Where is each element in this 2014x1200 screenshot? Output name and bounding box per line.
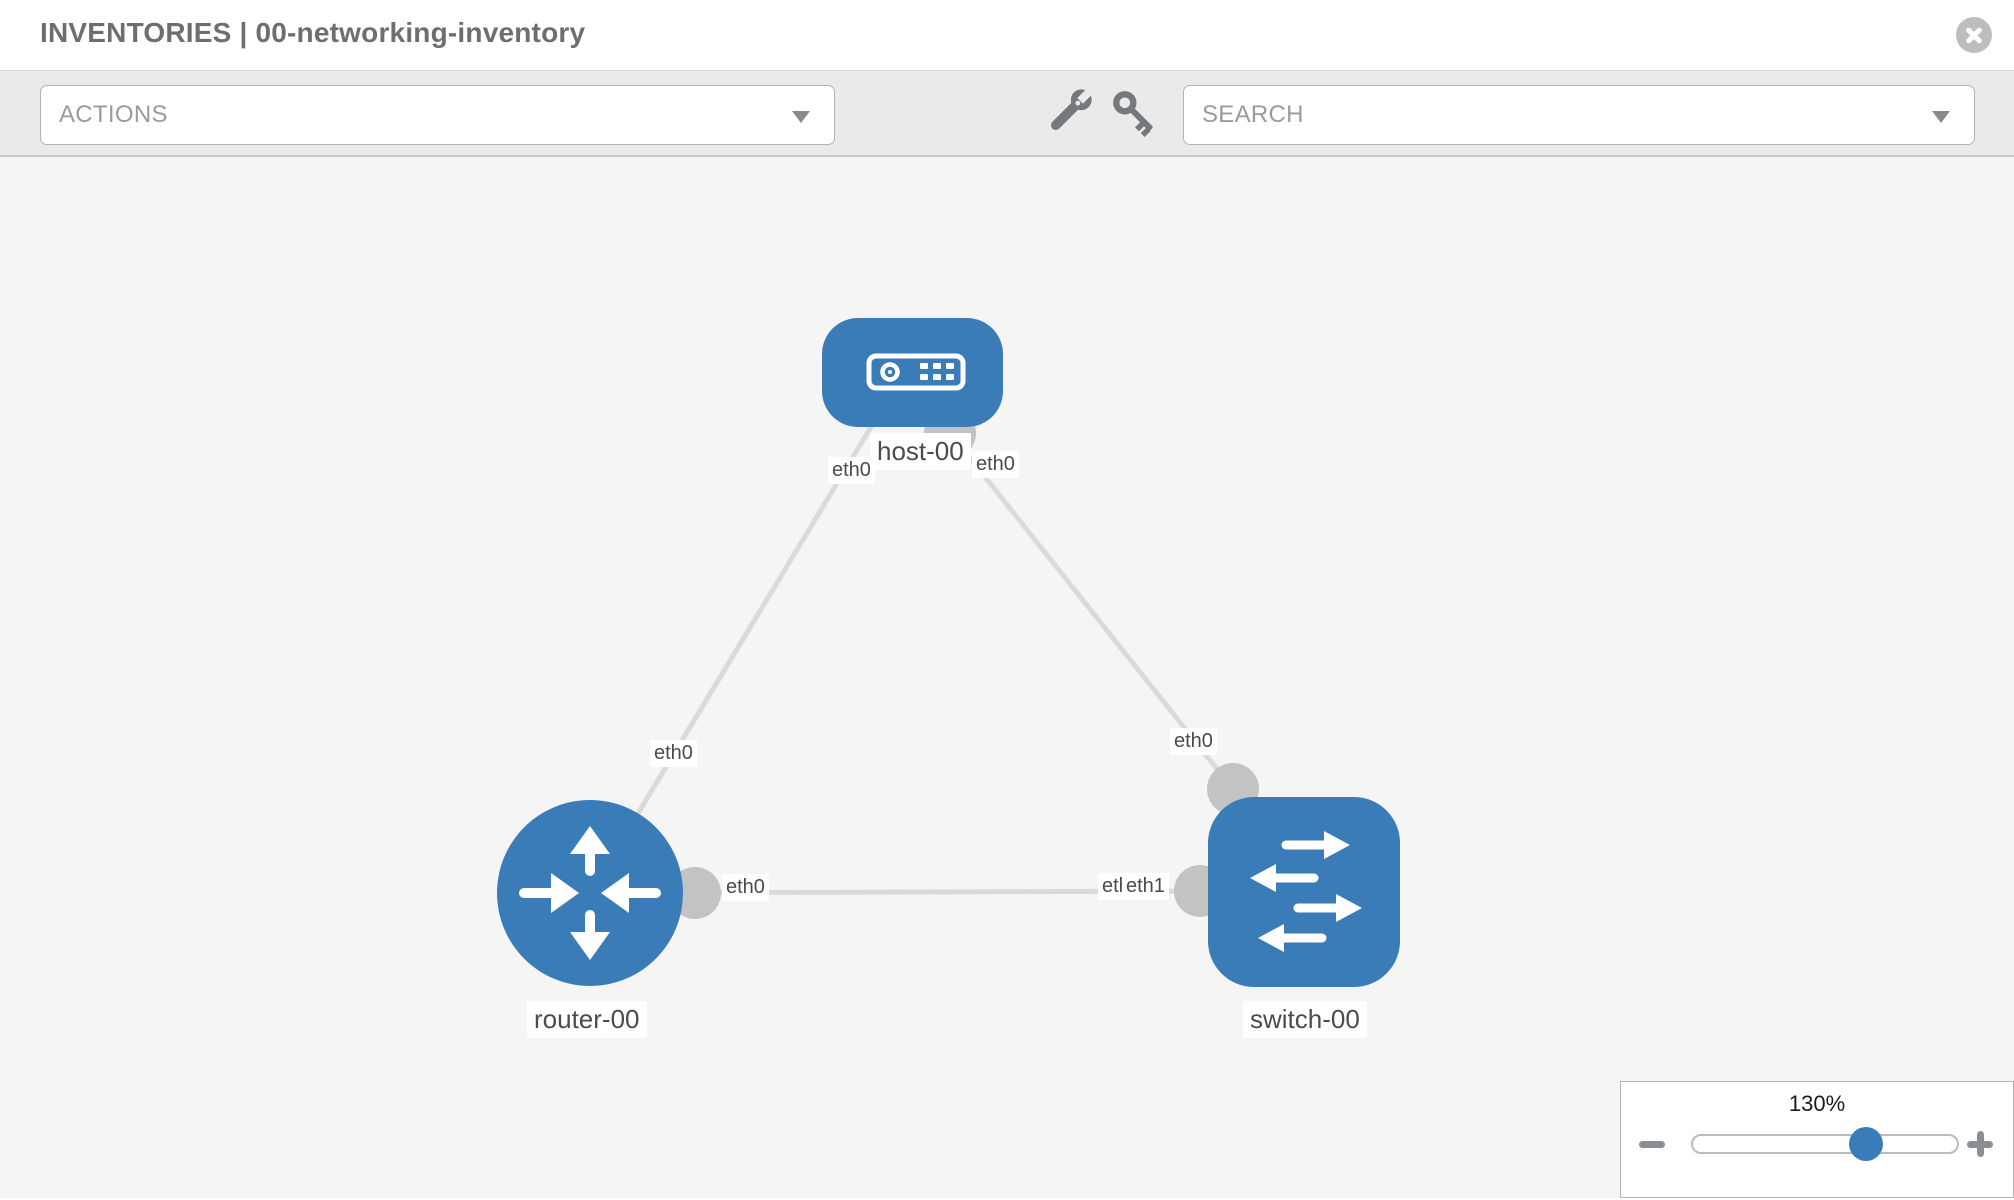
minus-icon[interactable]: [1635, 1127, 1669, 1161]
switch-icon: [1250, 831, 1362, 952]
chevron-down-icon: [1932, 111, 1950, 123]
toolbar: ACTIONS SEARCH: [0, 70, 2014, 157]
zoom-value: 130%: [1788, 1091, 1846, 1116]
node-label-router: router-00: [527, 1001, 647, 1038]
key-icon[interactable]: [1106, 86, 1164, 144]
link-router-host: [587, 410, 883, 895]
iface-label-host-left: eth0: [828, 457, 875, 484]
search-dropdown-label: SEARCH: [1202, 101, 1304, 128]
close-icon[interactable]: [1956, 17, 1992, 53]
header: INVENTORIES | 00-networking-inventory: [0, 0, 2014, 70]
key-glyph: [1113, 91, 1153, 138]
node-host[interactable]: [822, 318, 1003, 427]
minus-bar: [1639, 1140, 1665, 1148]
zoom-slider-handle[interactable]: [1849, 1127, 1883, 1161]
iface-label-host-right: eth0: [972, 451, 1019, 478]
iface-label-switch-left-front: eth1: [1122, 873, 1169, 900]
page-title: INVENTORIES | 00-networking-inventory: [40, 17, 586, 48]
iface-label-switch-top: eth0: [1170, 728, 1217, 755]
search-dropdown[interactable]: SEARCH: [1183, 85, 1975, 145]
wrench-icon[interactable]: [1038, 86, 1096, 144]
interface-endpoints: [669, 407, 1259, 919]
host-icon: [866, 353, 966, 391]
node-router[interactable]: [497, 800, 683, 986]
zoom-slider-track[interactable]: [1691, 1127, 1959, 1161]
router-icon: [519, 826, 661, 960]
iface-label-router-right: eth0: [722, 874, 769, 901]
links: [587, 410, 1235, 896]
chevron-down-icon: [792, 111, 810, 123]
topology-canvas[interactable]: eth0 eth0 host-00 eth0 eth0 eth0 eth0 et…: [0, 157, 2014, 1198]
iface-label-router-top: eth0: [650, 740, 697, 767]
actions-dropdown-label: ACTIONS: [59, 101, 168, 128]
wrench-glyph: [1051, 86, 1095, 130]
zoom-panel: 130%: [1620, 1081, 2014, 1198]
node-switch[interactable]: [1208, 797, 1400, 987]
actions-dropdown[interactable]: ACTIONS: [40, 85, 835, 145]
plus-icon[interactable]: [1963, 1127, 1997, 1161]
topology-graph: [497, 318, 1400, 987]
plus-bar: [1976, 1131, 1984, 1157]
node-label-switch: switch-00: [1243, 1001, 1367, 1038]
node-label-host: host-00: [870, 433, 971, 470]
